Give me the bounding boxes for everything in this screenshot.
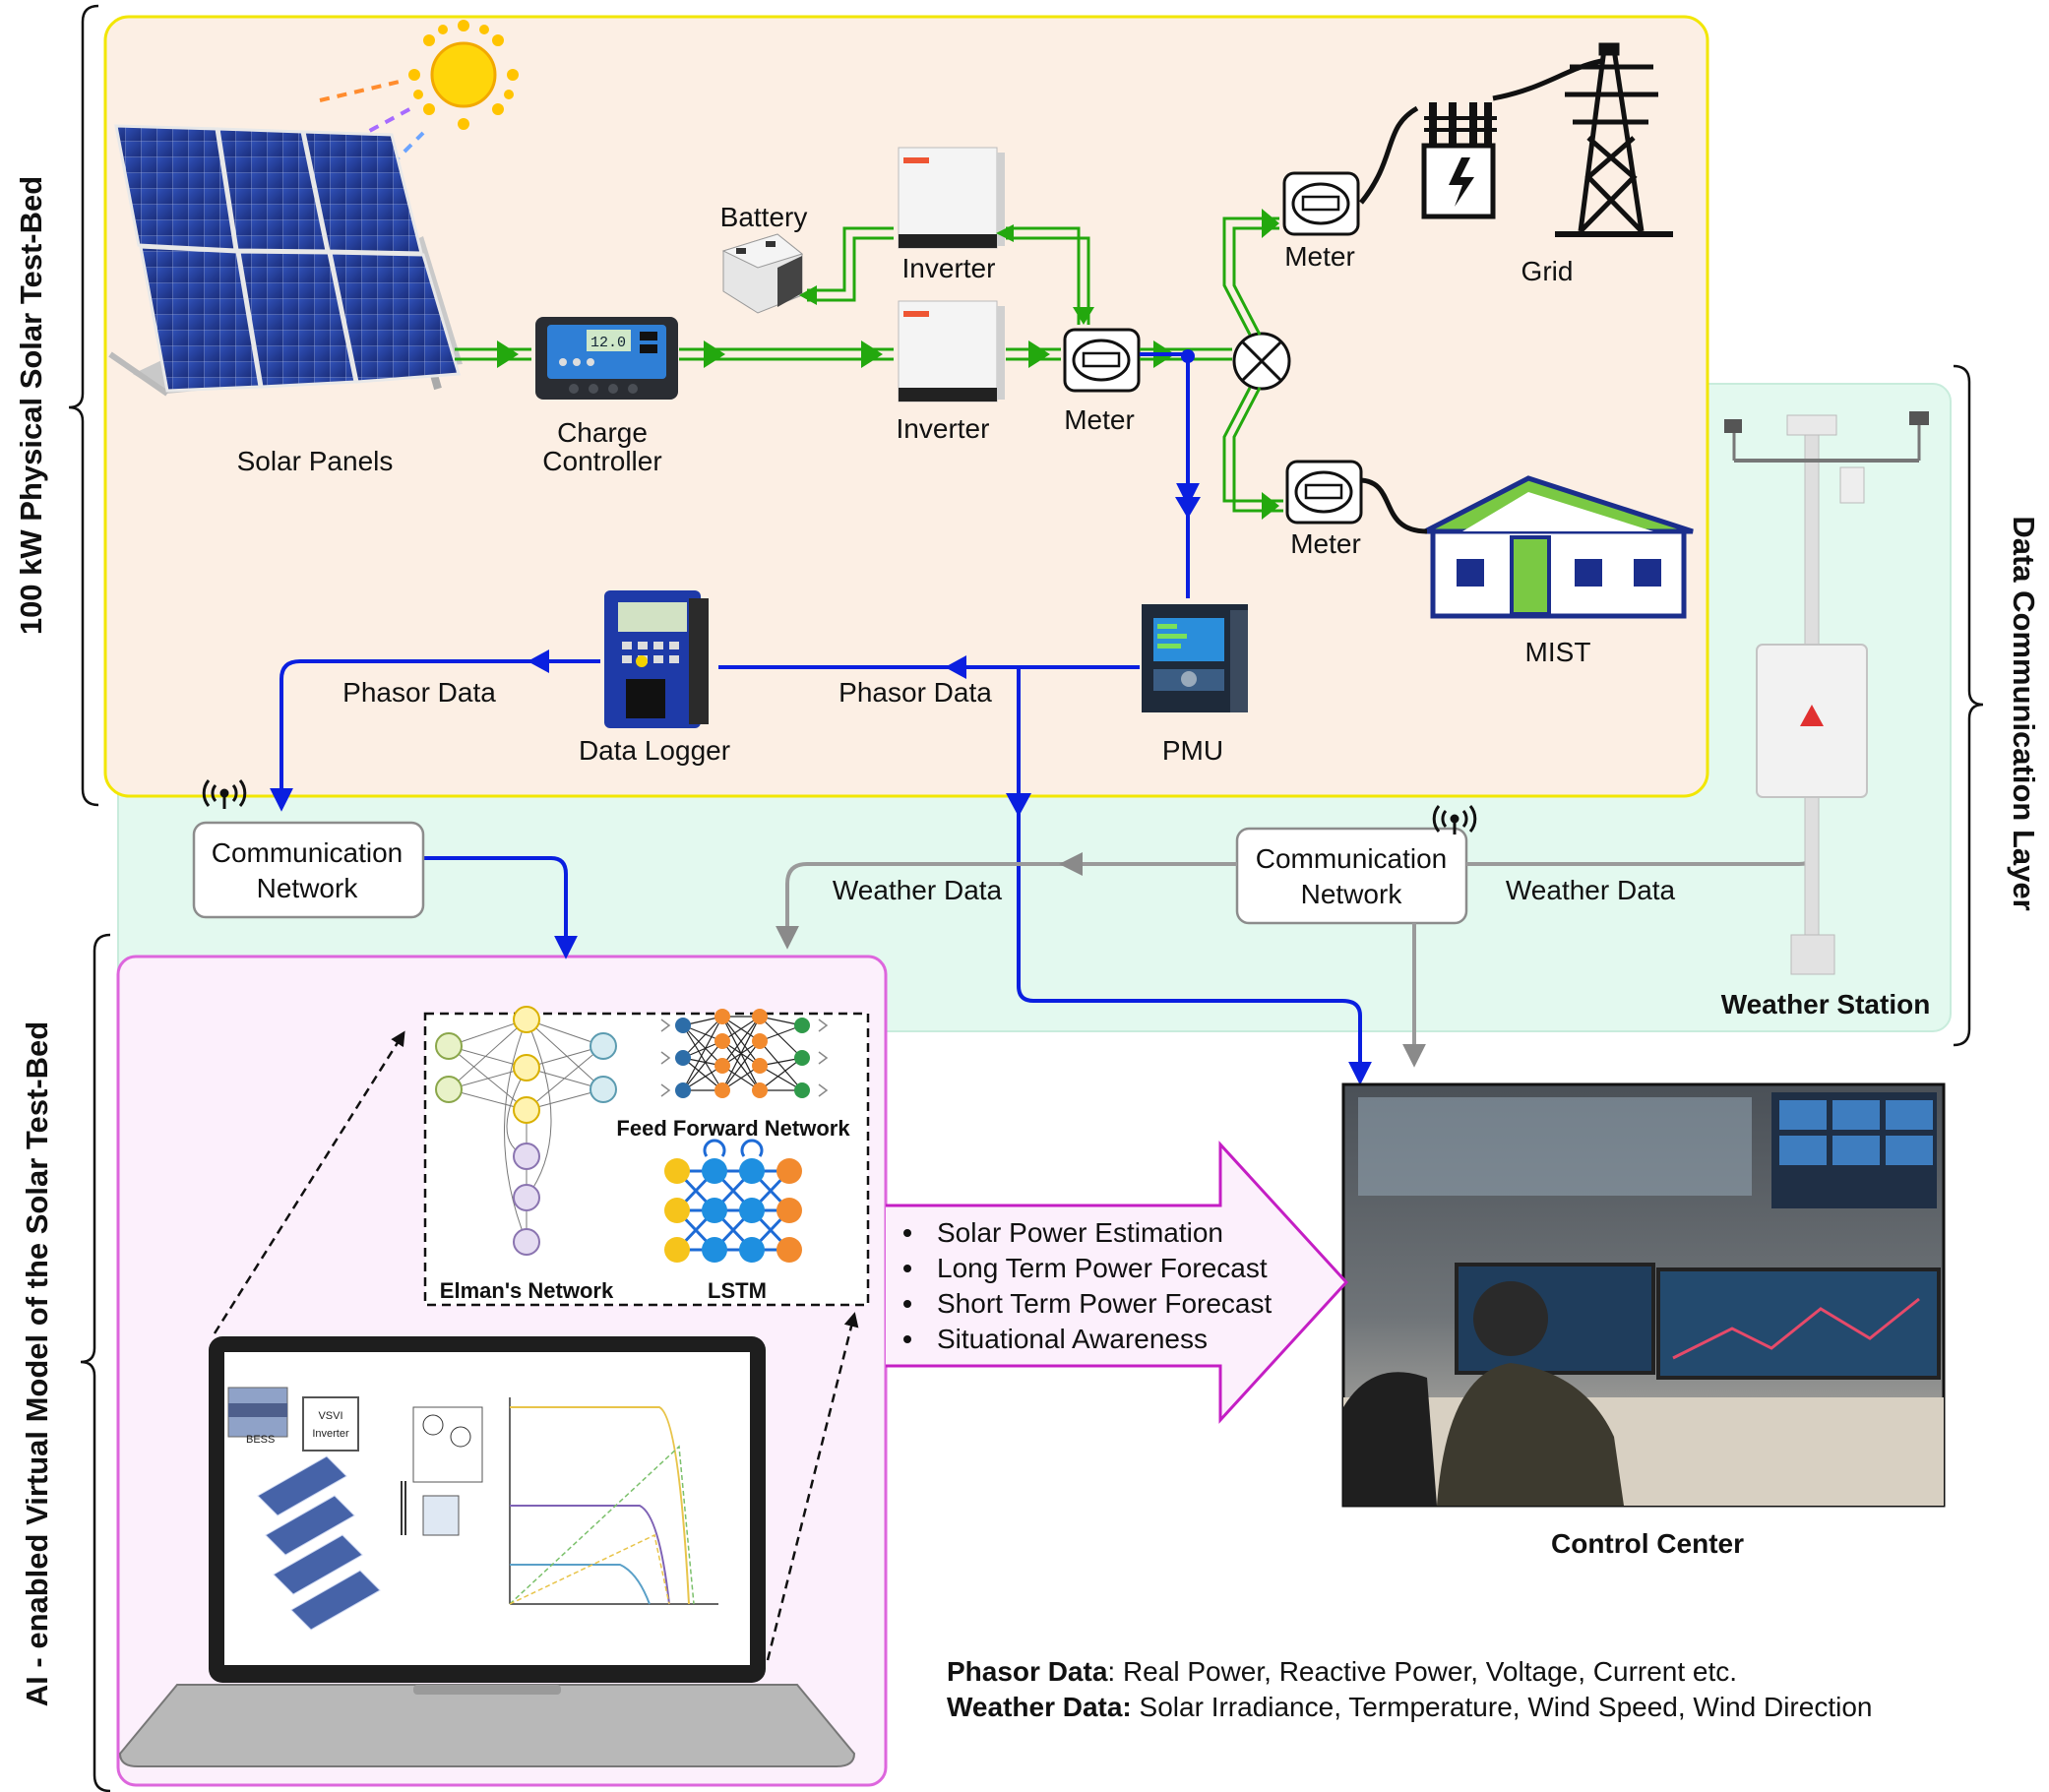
communication-network-left-line2: Network	[257, 873, 359, 903]
communication-network-right	[1235, 827, 1468, 925]
lstm-network-icon	[664, 1139, 802, 1263]
weather-data-left-label: Weather Data	[833, 875, 1003, 905]
pmu-icon	[1142, 604, 1248, 712]
inverter-top-label: Inverter	[902, 253, 996, 283]
control-center-image	[1341, 1082, 1946, 1508]
output-item: Long Term Power Forecast	[937, 1253, 1268, 1283]
elman-network-label: Elman's Network	[440, 1278, 614, 1303]
laptop-to-models-connector-right	[766, 1312, 859, 1661]
communication-network-right-line2: Network	[1301, 879, 1403, 909]
legend-weather-key: Weather Data:	[947, 1692, 1132, 1722]
weather-station-icon	[1724, 411, 1929, 975]
antenna-left-icon	[202, 779, 247, 809]
meter-main-label: Meter	[1064, 404, 1135, 435]
section-title-communication: Data Communication Layer	[2007, 516, 2041, 910]
brace-physical	[68, 4, 99, 807]
legend-phasor-value: : Real Power, Reactive Power, Voltage, C…	[1107, 1656, 1737, 1687]
elman-network-icon	[435, 1006, 617, 1256]
communication-network-left	[192, 821, 425, 919]
communication-network-right-line1: Communication	[1256, 843, 1448, 874]
laptop-bess-label: BESS	[246, 1434, 275, 1446]
feed-forward-network-label: Feed Forward Network	[616, 1116, 850, 1141]
meter-mist-label: Meter	[1290, 528, 1361, 559]
legend-phasor: Phasor Data: Real Power, Reactive Power,…	[947, 1656, 1737, 1687]
output-item: Situational Awareness	[937, 1324, 1208, 1354]
meter-mist-icon	[1285, 460, 1363, 525]
bullet-dot	[903, 1300, 911, 1308]
inverter-top-icon	[898, 147, 1005, 249]
weather-station-label: Weather Station	[1721, 989, 1931, 1020]
phasor-data-right-label: Phasor Data	[838, 677, 992, 708]
weather-data-right-label: Weather Data	[1506, 875, 1676, 905]
laptop-icon: BESS VSVI Inverter	[118, 1336, 856, 1767]
lstm-label: LSTM	[708, 1278, 767, 1303]
bullet-dot	[903, 1265, 911, 1272]
inverter-main-icon	[898, 300, 1005, 402]
mist-wire	[1360, 477, 1428, 534]
sun-icon	[319, 20, 519, 204]
meter-main-icon	[1063, 328, 1141, 393]
feed-forward-network-icon	[660, 1009, 829, 1098]
phasor-flow-lines	[270, 352, 1372, 1085]
weather-flow-arrowheads	[1059, 852, 1083, 876]
legend-weather: Weather Data: Solar Irradiance, Termpera…	[947, 1692, 1872, 1722]
solar-panels-label: Solar Panels	[237, 446, 394, 476]
bullet-dot	[903, 1229, 911, 1237]
controller-display-value: 12.0	[590, 335, 626, 351]
meter-grid-icon	[1282, 171, 1360, 236]
charge-controller-label-2: Controller	[542, 446, 661, 476]
solar-panels-icon	[108, 124, 463, 397]
junction-icon	[1232, 332, 1291, 391]
charge-controller-label-1: Charge	[557, 417, 648, 448]
charge-controller-icon: 12.0	[535, 317, 678, 400]
output-arrow	[886, 1141, 1349, 1424]
legend-weather-value: Solar Irradiance, Termperature, Wind Spe…	[1132, 1692, 1873, 1722]
grid-wires	[1359, 58, 1602, 205]
inverter-main-label: Inverter	[897, 413, 990, 444]
phasor-data-left-label: Phasor Data	[342, 677, 496, 708]
pmu-label: PMU	[1162, 735, 1223, 766]
section-title-virtual: AI - enabled Virtual Model of the Solar …	[20, 1021, 54, 1706]
output-bullet-list: Solar Power Estimation Long Term Power F…	[903, 1217, 1272, 1354]
mist-house-icon	[1423, 475, 1694, 619]
brace-virtual	[80, 933, 111, 1792]
output-item: Short Term Power Forecast	[937, 1288, 1272, 1319]
data-logger-icon	[604, 590, 709, 728]
laptop-to-models-connector-left	[213, 1030, 405, 1334]
antenna-right-icon	[1432, 805, 1477, 834]
output-item: Solar Power Estimation	[937, 1217, 1223, 1248]
phasor-flow-arrowheads	[528, 497, 1201, 817]
transformer-icon	[1421, 102, 1497, 219]
mist-label: MIST	[1525, 637, 1591, 667]
laptop-inverter-label-1: VSVI	[318, 1410, 342, 1422]
grid-label: Grid	[1521, 256, 1574, 286]
phasor-tap-node	[1181, 349, 1195, 363]
section-title-physical: 100 kW Physical Solar Test-Bed	[14, 176, 48, 635]
meter-grid-label: Meter	[1284, 241, 1355, 272]
bullet-dot	[903, 1335, 911, 1343]
legend-phasor-key: Phasor Data	[947, 1656, 1108, 1687]
power-flow-lines	[455, 216, 1283, 513]
communication-network-left-line1: Communication	[212, 837, 404, 868]
power-flow-arrowheads	[497, 209, 1279, 520]
brace-communication	[1953, 364, 1984, 1047]
battery-label: Battery	[720, 202, 808, 232]
data-logger-label: Data Logger	[579, 735, 730, 766]
control-center-label: Control Center	[1551, 1528, 1744, 1559]
laptop-inverter-label-2: Inverter	[312, 1428, 349, 1440]
